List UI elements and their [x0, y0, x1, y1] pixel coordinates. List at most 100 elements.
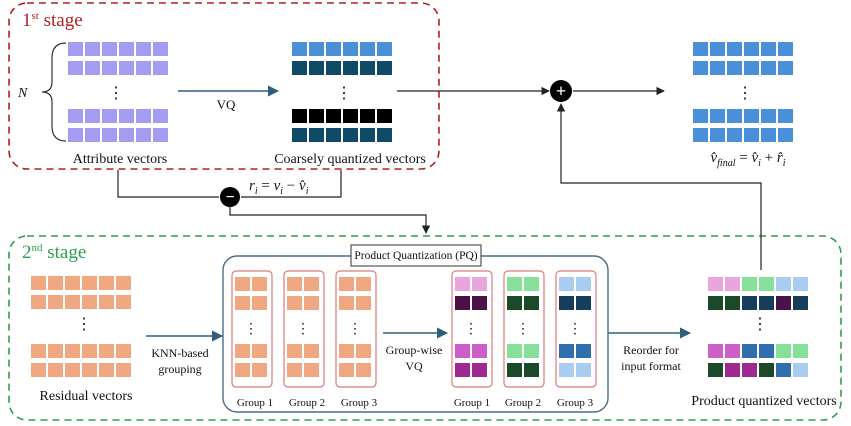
- group-cell: [356, 363, 371, 377]
- attribute-cell: [153, 109, 168, 123]
- attribute-cell: [102, 42, 117, 56]
- attribute-cell: [85, 42, 100, 56]
- stage2-box: [8, 235, 842, 421]
- final-cell: [761, 42, 776, 56]
- pqv-cell: [776, 363, 791, 377]
- residual-path-line: [117, 170, 219, 198]
- final-vectors-ellipsis: ⋮: [737, 85, 753, 102]
- coarse-cell: [309, 128, 324, 142]
- final-cell: [693, 128, 708, 142]
- residual-cell: [99, 363, 114, 377]
- coarse-vectors-caption: Coarsely quantized vectors: [274, 152, 426, 167]
- coarse-vectors-ellipsis: ⋮: [336, 85, 352, 102]
- attribute-vectors-ellipsis: ⋮: [108, 85, 124, 102]
- residual-cell: [116, 344, 131, 358]
- coarse-cell: [360, 61, 375, 75]
- residual-cell: [82, 344, 97, 358]
- quantized-group-cell: [524, 363, 539, 377]
- group-cell: [356, 277, 371, 291]
- residual-cell: [65, 295, 80, 309]
- pq-box: [222, 255, 609, 413]
- final-cell: [778, 128, 793, 142]
- coarse-cell: [292, 128, 307, 142]
- group-cell: [252, 363, 267, 377]
- final-cell: [710, 42, 725, 56]
- coarse-cell: [343, 128, 358, 142]
- residual-cell: [99, 276, 114, 290]
- residual-cell: [48, 276, 63, 290]
- coarse-cell: [326, 128, 341, 142]
- group-ellipsis: ⋮: [296, 322, 310, 337]
- knn-label-line2: grouping: [158, 362, 201, 376]
- pqv-cell: [776, 344, 791, 358]
- coarse-cell: [377, 128, 392, 142]
- quantized-group-cell: [507, 344, 522, 358]
- group-cell: [252, 277, 267, 291]
- pqv-cell: [708, 277, 723, 291]
- n-brace: [41, 42, 67, 142]
- pqv-cell: [793, 363, 808, 377]
- coarse-vectors-grid: [292, 42, 392, 142]
- group-label-left-1: Group 1: [237, 397, 273, 409]
- residual-path-line-right: [241, 170, 342, 198]
- coarse-cell: [343, 61, 358, 75]
- residual-cell: [116, 363, 131, 377]
- final-cell: [693, 42, 708, 56]
- residual-to-stage2-arrow: [229, 207, 431, 234]
- group-label-right-2: Group 2: [505, 397, 541, 409]
- attribute-cell: [119, 61, 134, 75]
- coarse-cell: [326, 61, 341, 75]
- final-cell: [693, 61, 708, 75]
- quantized-group-cell: [507, 296, 522, 310]
- final-cell: [710, 128, 725, 142]
- group-cell: [339, 277, 354, 291]
- group-cell: [304, 363, 319, 377]
- quantized-group-cell: [559, 296, 574, 310]
- final-cell: [727, 128, 742, 142]
- attribute-cell: [102, 128, 117, 142]
- coarse-cell: [360, 109, 375, 123]
- quantized-group-cell: [576, 277, 591, 291]
- quantized-group-cell: [455, 296, 470, 310]
- residual-cell: [82, 276, 97, 290]
- group-box: [335, 270, 377, 388]
- pqv-ellipsis: ⋮: [752, 316, 768, 333]
- quantized-group-ellipsis: ⋮: [464, 322, 478, 337]
- quantized-group-cell: [455, 344, 470, 358]
- group-cell: [287, 296, 302, 310]
- pqv-cell: [725, 363, 740, 377]
- coarse-cell: [360, 42, 375, 56]
- quantized-group-cell: [472, 296, 487, 310]
- quantized-group-cell: [507, 363, 522, 377]
- quantized-group-box: [451, 270, 493, 388]
- final-cell: [727, 42, 742, 56]
- quantized-group-cell: [472, 363, 487, 377]
- pqv-cell: [759, 277, 774, 291]
- quantized-group-cell: [559, 277, 574, 291]
- attribute-cell: [153, 42, 168, 56]
- pq-title-box: [350, 244, 482, 267]
- residual-vectors-caption: Residual vectors: [40, 389, 133, 404]
- group-box: [283, 270, 325, 388]
- residual-cell: [31, 276, 46, 290]
- final-formula: v̂final = v̂i + r̂i: [710, 150, 785, 169]
- residual-cell: [65, 276, 80, 290]
- groupwise-label-line2: VQ: [405, 359, 423, 373]
- quantized-group-cell: [472, 344, 487, 358]
- coarse-cell: [292, 109, 307, 123]
- attribute-cell: [102, 61, 117, 75]
- coarse-cell: [309, 61, 324, 75]
- residual-vectors-grid: [31, 276, 131, 377]
- attribute-cell: [119, 128, 134, 142]
- group-label-right-3: Group 3: [557, 397, 594, 409]
- residual-cell: [31, 363, 46, 377]
- quantized-group-cell: [576, 344, 591, 358]
- residual-cell: [99, 295, 114, 309]
- residual-formula: ri = vi − v̂i: [249, 178, 309, 197]
- coarse-cell: [292, 61, 307, 75]
- attribute-cell: [102, 109, 117, 123]
- minus-symbol: −: [225, 189, 234, 206]
- attribute-cell: [68, 109, 83, 123]
- group-label-left-3: Group 3: [341, 397, 378, 409]
